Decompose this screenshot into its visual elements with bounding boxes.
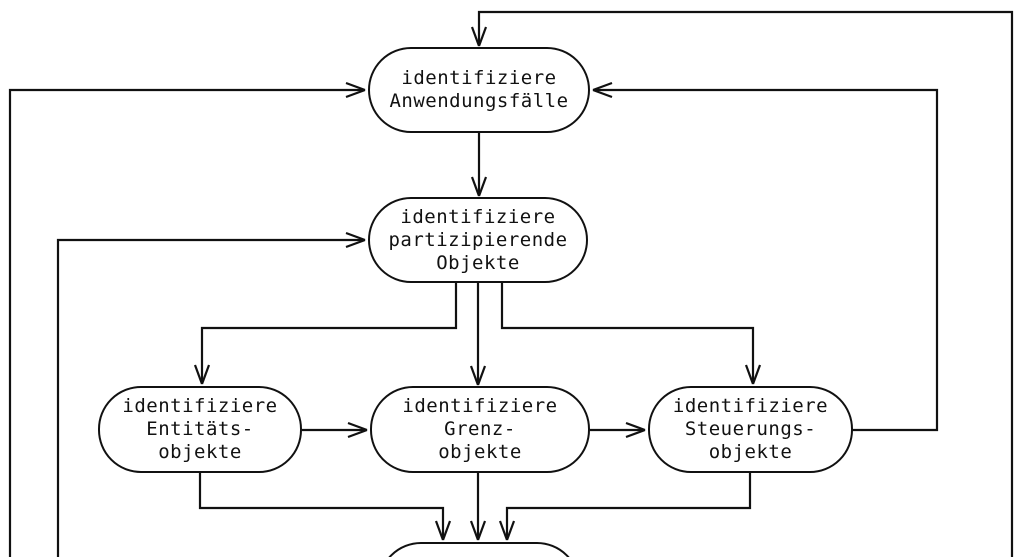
node-identify-use-cases: identifiziere Anwendungsfälle	[368, 47, 590, 133]
edge-participating-to-boundary	[469, 283, 487, 386]
edge-feedback-left-inner	[56, 231, 366, 557]
edge-use-cases-to-participating	[470, 133, 488, 197]
edge-boundary-to-control	[590, 421, 646, 439]
node-label: identifiziere Anwendungsfälle	[389, 67, 569, 112]
node-label: identifiziere Grenz- objekte	[402, 395, 558, 463]
node-label: identifiziere Steuerungs- objekte	[672, 395, 829, 463]
edge-participating-to-entity	[193, 283, 458, 385]
node-label: identifiziere Entitäts- objekte	[122, 395, 278, 463]
node-identify-participating-objects: identifiziere partizipierende Objekte	[368, 197, 588, 283]
edge-entity-to-next	[198, 473, 452, 541]
edge-entity-to-boundary	[302, 421, 368, 439]
node-identify-boundary-objects: identifiziere Grenz- objekte	[370, 386, 590, 473]
edge-boundary-to-next	[469, 473, 487, 541]
edge-participating-to-control	[500, 283, 762, 385]
edge-control-to-use-cases	[592, 81, 939, 432]
node-identify-entity-objects: identifiziere Entitäts- objekte	[98, 386, 302, 473]
node-identify-control-objects: identifiziere Steuerungs- objekte	[648, 386, 853, 473]
node-label: identifiziere partizipierende Objekte	[388, 205, 568, 274]
node-next-activity-partial	[378, 542, 580, 557]
edge-control-to-next	[498, 473, 752, 541]
edge-feedback-left-outer	[8, 81, 366, 557]
edge-feedback-top-loop	[470, 10, 1014, 557]
